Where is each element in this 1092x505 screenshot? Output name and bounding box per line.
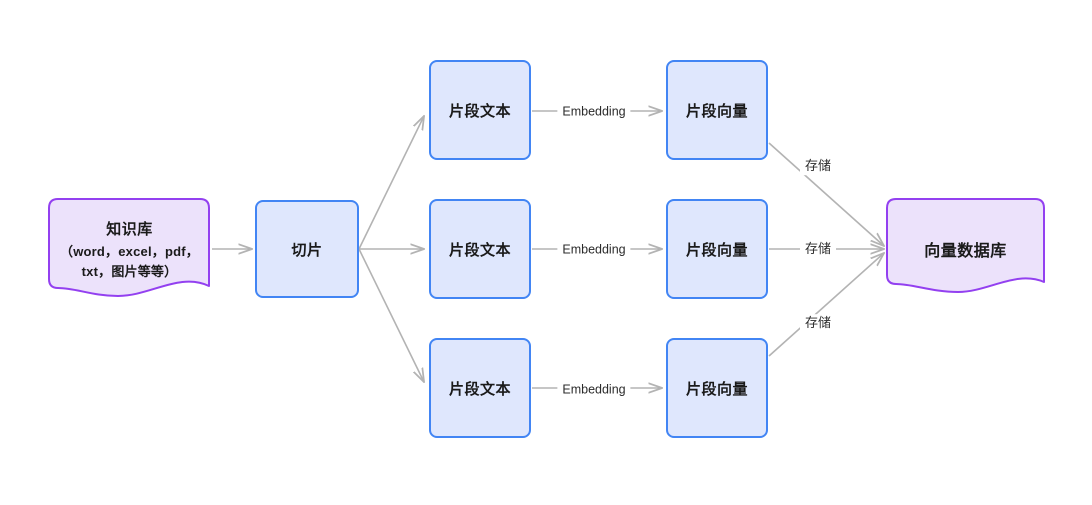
chunk-vector-3-label: 片段向量 [685,380,748,398]
edge-label-embedding-3: Embedding [557,381,631,399]
edge-store-1 [768,142,884,246]
slice-label: 切片 [291,241,323,259]
edge-label-store-1: 存储 [799,157,837,175]
edge-label-store-3: 存储 [799,314,837,332]
knowledge-base-subtitle-line1: （word，excel，pdf， [60,244,199,259]
chunk-text-2-label: 片段文本 [448,241,511,259]
node-chunk-text-3[interactable]: 片段文本 [429,338,531,438]
knowledge-base-title: 知识库 [106,221,153,238]
node-chunk-text-2[interactable]: 片段文本 [429,199,531,299]
edge-label-embedding-1: Embedding [557,103,631,121]
edge-slice-to-chunk3 [358,248,424,382]
node-chunk-vector-1[interactable]: 片段向量 [666,60,768,160]
node-chunk-vector-2[interactable]: 片段向量 [666,199,768,299]
node-slice[interactable]: 切片 [255,200,359,298]
edge-slice-to-chunk1 [358,116,424,250]
vector-db-shape [886,198,1045,293]
chunk-text-3-label: 片段文本 [448,380,511,398]
chunk-text-1-label: 片段文本 [448,102,511,120]
knowledge-base-shape [48,198,210,297]
edge-store-3 [768,253,884,357]
node-vector-database[interactable]: 向量数据库 [887,199,1044,292]
vector-database-title: 向量数据库 [924,243,1007,260]
chunk-vector-1-label: 片段向量 [685,102,748,120]
node-knowledge-base[interactable]: 知识库 （word，excel，pdf， txt，图片等等） [49,199,210,296]
node-chunk-text-1[interactable]: 片段文本 [429,60,531,160]
edge-label-embedding-2: Embedding [557,241,631,259]
knowledge-base-subtitle-line2: txt，图片等等） [81,264,178,279]
chunk-vector-2-label: 片段向量 [685,241,748,259]
edge-label-store-2: 存储 [799,240,837,258]
node-chunk-vector-3[interactable]: 片段向量 [666,338,768,438]
